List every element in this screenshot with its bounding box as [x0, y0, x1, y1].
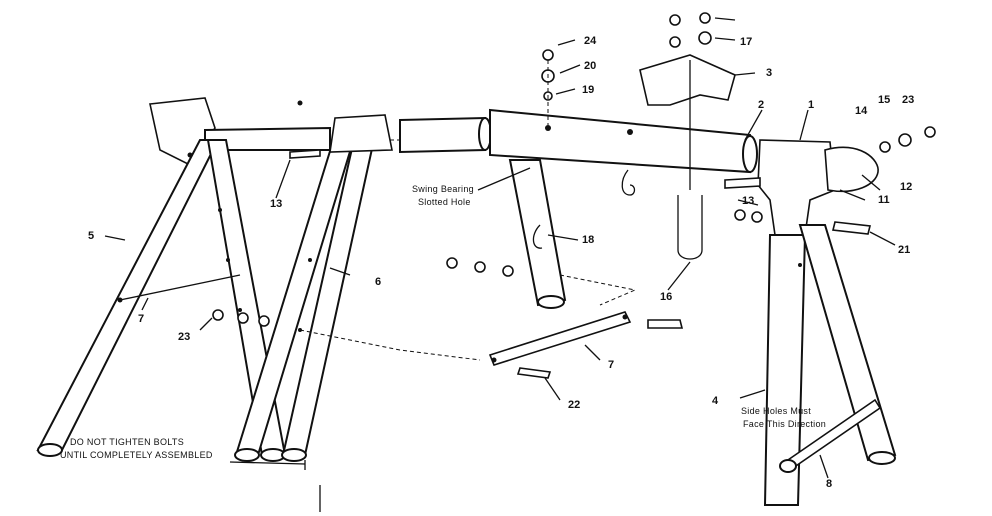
label-2: 2	[758, 99, 764, 111]
leg-5	[36, 139, 220, 451]
label-23-left: 23	[178, 331, 190, 343]
left-a-frame	[36, 97, 393, 462]
label-12: 12	[900, 181, 912, 193]
label-11: 11	[878, 194, 890, 206]
label-6: 6	[375, 276, 381, 288]
label-8: 8	[826, 478, 832, 490]
label-14: 14	[855, 105, 868, 117]
tighten-note-line1: DO NOT TIGHTEN BOLTS	[70, 437, 184, 447]
leg-4	[763, 234, 807, 506]
label-23-right: 23	[902, 94, 914, 106]
left-bracket	[329, 114, 393, 153]
u-bolt-16	[677, 195, 703, 260]
label-24: 24	[584, 35, 597, 47]
label-22: 22	[568, 399, 580, 411]
label-4: 4	[712, 395, 719, 407]
right-a-frame	[724, 126, 936, 506]
side-holes-note-line1: Side Holes Must	[741, 406, 811, 416]
label-17: 17	[740, 36, 752, 48]
label-1: 1	[808, 99, 814, 111]
label-7-center: 7	[608, 359, 614, 371]
label-20: 20	[584, 60, 596, 72]
label-21: 21	[898, 244, 910, 256]
label-13-left: 13	[270, 198, 282, 210]
label-5: 5	[88, 230, 94, 242]
brace-7-center	[488, 311, 684, 379]
label-16: 16	[660, 291, 672, 303]
tighten-note-line2: UNTIL COMPLETELY ASSEMBLED	[60, 450, 213, 460]
tee-fitting-1	[757, 139, 836, 236]
end-cap-12	[824, 146, 879, 192]
label-3: 3	[766, 67, 772, 79]
center-top-bar	[399, 12, 758, 309]
swing-bearing-note-line1: Swing Bearing	[412, 184, 474, 194]
label-18: 18	[582, 234, 594, 246]
label-13-right: 13	[742, 195, 754, 207]
label-7-left: 7	[138, 313, 144, 325]
leg-front-left	[206, 139, 287, 456]
side-holes-note-line2: Face This Direction	[743, 419, 826, 429]
bracket-3	[639, 54, 736, 106]
label-19: 19	[582, 84, 594, 96]
swing-bearing-note-line2: Slotted Hole	[418, 197, 471, 207]
part-labels: 1 2 3 4 5 6 7 7 8 11 12 13 13 14 15 16 1…	[88, 35, 914, 490]
notes: Swing Bearing Slotted Hole Side Holes Mu…	[60, 184, 826, 460]
leader-lines	[104, 17, 896, 512]
slotted-leg	[508, 159, 567, 307]
label-15: 15	[878, 94, 890, 106]
